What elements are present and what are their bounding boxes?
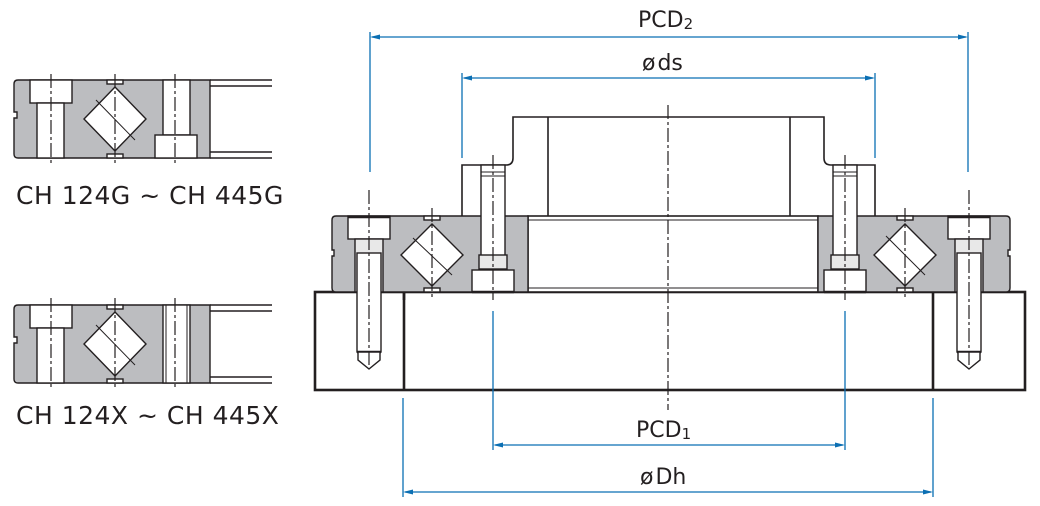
dh-label: øDh bbox=[640, 465, 686, 490]
variant-x-section: CH 124X ~ CH 445X bbox=[13, 298, 279, 430]
left-outer-bolt bbox=[347, 190, 391, 370]
variant-g-bolt-hole-right bbox=[162, 79, 191, 136]
dimension-dh: øDh bbox=[402, 398, 934, 497]
right-inner-bolt bbox=[823, 155, 867, 300]
variant-g-label: CH 124G ~ CH 445G bbox=[16, 181, 284, 210]
dimension-pcd1: PCD1 bbox=[492, 311, 846, 450]
right-outer-bolt bbox=[947, 190, 991, 370]
variant-g-counterbore-bottom bbox=[154, 134, 198, 159]
right-roller bbox=[873, 208, 937, 300]
ds-label: øds bbox=[642, 51, 683, 76]
variant-x-label: CH 124X ~ CH 445X bbox=[16, 401, 279, 430]
left-roller bbox=[400, 208, 464, 300]
pcd2-label: PCD2 bbox=[638, 8, 693, 33]
dimension-pcd2: PCD2 bbox=[369, 8, 969, 172]
main-assembly bbox=[313, 105, 1027, 410]
bearing-bore bbox=[527, 215, 819, 293]
variant-x-through-hole bbox=[162, 304, 191, 384]
base-housing bbox=[313, 290, 1027, 392]
pcd1-label: PCD1 bbox=[636, 418, 691, 443]
dimension-ds: øds bbox=[461, 51, 876, 158]
variant-g-section: CH 124G ~ CH 445G bbox=[13, 74, 284, 210]
left-inner-bolt bbox=[471, 155, 515, 300]
